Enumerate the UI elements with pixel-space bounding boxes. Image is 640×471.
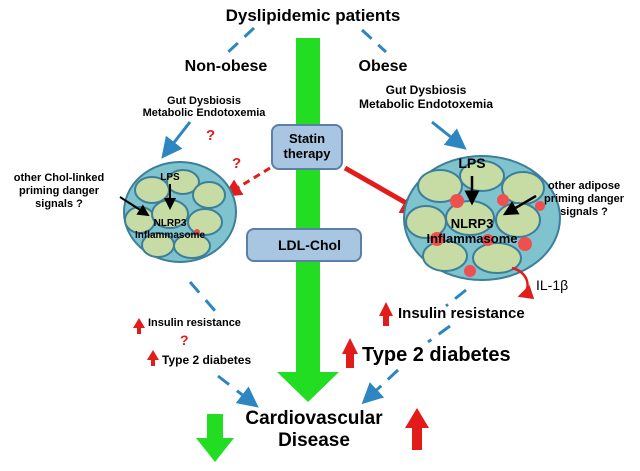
obese-heading: Obese (358, 58, 408, 75)
cvd-green-down-arrow (196, 414, 234, 462)
right-insulin-up-arrow (379, 302, 393, 326)
right-priming-arrow (502, 194, 537, 216)
left-type2-diabetes: Type 2 diabetes (162, 353, 252, 367)
left-lps-label: LPS (160, 172, 180, 183)
right-insulin-resistance: Insulin resistance (398, 305, 525, 322)
right-t2d-to-cvd-line (361, 368, 400, 405)
left-inflammasome-label: Inflammasome (134, 230, 206, 241)
right-cell-to-insulin-line (445, 288, 467, 308)
left-t2d-to-cvd-line (217, 374, 259, 408)
ldl-chol-box: LDL-Chol (246, 228, 362, 262)
il1b-curl-arrow (511, 266, 535, 300)
cvd-red-up-arrow (405, 408, 429, 450)
statin-line2: therapy (283, 146, 331, 161)
left-gut-dysbiosis: Gut Dysbiosis (167, 95, 241, 107)
left-metabolic-endotoxemia: Metabolic Endotoxemia (142, 107, 266, 119)
statin-therapy-box: Statin therapy (271, 124, 343, 170)
non-obese-heading: Non-obese (184, 58, 268, 75)
right-type2-diabetes: Type 2 diabetes (362, 344, 511, 366)
right-t2d-up-arrow (342, 338, 358, 368)
left-priming-line1: other Chol-linked (13, 172, 105, 184)
right-adipocyte-cluster (403, 155, 561, 281)
statin-line1: Statin (288, 131, 326, 147)
central-green-arrow (277, 38, 339, 402)
title-to-nonobese-line (224, 26, 256, 56)
left-mid-question: ? (180, 332, 189, 348)
left-insulin-resistance: Insulin resistance (148, 317, 241, 329)
right-priming-line3: signals ? (560, 206, 608, 218)
left-gut-arrow (161, 121, 192, 159)
right-nlrp3-label: NLRP3 (450, 216, 494, 231)
left-priming-line3: signals ? (35, 198, 83, 210)
title-to-obese-line (360, 28, 388, 54)
ldl-chol-label: LDL-Chol (278, 237, 341, 253)
right-lps-label: LPS (458, 155, 486, 171)
right-metabolic-endotoxemia: Metabolic Endotoxemia (358, 97, 494, 111)
right-gut-arrow (431, 120, 467, 150)
cvd-line1: Cardiovascular (245, 408, 383, 429)
left-priming-line2: priming danger (18, 185, 100, 197)
statin-to-left-cell-dashed-arrow (223, 166, 271, 197)
left-cell-to-insulin-line (188, 281, 218, 313)
left-insulin-up-arrow (133, 318, 145, 334)
il1b-label: IL-1β (536, 277, 569, 293)
right-inflammasome-label: Inflammasome (426, 231, 518, 246)
right-priming-line1: other adipose (547, 180, 621, 192)
left-gut-question: ? (206, 127, 216, 144)
cvd-line2: Disease (278, 430, 350, 451)
statin-left-question: ? (232, 155, 242, 172)
right-gut-dysbiosis: Gut Dysbiosis (385, 83, 467, 97)
right-insulin-to-t2d-line (427, 324, 451, 344)
title: Dyslipidemic patients (225, 6, 401, 25)
left-t2d-up-arrow (147, 350, 159, 366)
left-priming-arrow (119, 196, 150, 217)
left-nlrp3-label: NLRP3 (153, 218, 187, 229)
right-priming-line2: priming danger (543, 193, 625, 205)
left-adipocyte-cluster (123, 161, 237, 263)
